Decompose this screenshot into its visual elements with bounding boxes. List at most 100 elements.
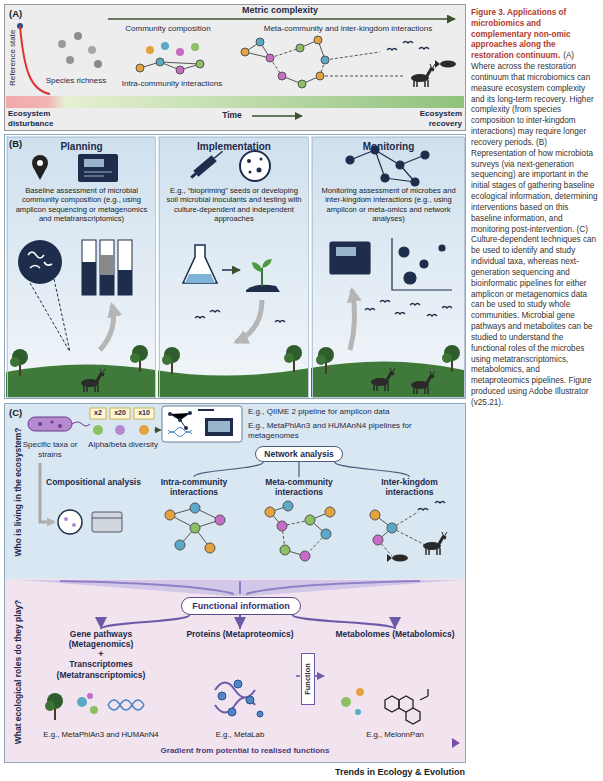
figure-label: Gradient from potential to realised func… [100, 746, 390, 756]
figure-label: E.g., QIIME 2 pipeline for amplicon data [248, 407, 463, 417]
node-heading: (C) [9, 407, 22, 418]
function-box: Proteins (Metaproteomics)E.g., MetaLab [184, 629, 296, 739]
metabolite-icons [341, 688, 428, 724]
figure-label: E.g., MetaPhlAn3 and HUMAnN4 pipelines f… [248, 421, 463, 440]
meta-network [241, 36, 405, 88]
interaction-networks [321, 529, 331, 539]
animal-silhouettes [440, 61, 456, 68]
compositional-icons [72, 523, 76, 527]
pipeline-box [162, 406, 242, 442]
landscape [284, 345, 302, 372]
gene-icons [77, 697, 87, 707]
taxa-diversity-icons [58, 424, 62, 428]
node-heading: Implementation [160, 141, 308, 152]
heading-box: Compositional analysis [46, 477, 141, 487]
node-heading: (B) [9, 138, 22, 149]
planning-illustration [82, 262, 96, 295]
taxa-diversity-icons [90, 408, 106, 419]
implementation-illustration [247, 159, 251, 163]
landscape [162, 347, 180, 374]
meta-network [321, 56, 329, 64]
figure-label: Time [215, 110, 249, 120]
interaction-networks [165, 501, 425, 561]
figure-label: Species richness [44, 76, 108, 86]
meta-network [266, 54, 274, 62]
figure-label: Community composition [118, 24, 218, 34]
planning-illustration [18, 154, 132, 352]
connector [293, 615, 395, 629]
community-dots [161, 42, 169, 50]
pipeline-box [168, 412, 172, 416]
intra-network [136, 64, 144, 72]
animal-silhouettes [435, 60, 440, 68]
interaction-networks [190, 503, 200, 513]
node-heading: Metabolomes (Metabolomics) [327, 629, 463, 639]
monitoring-illustration [380, 301, 390, 303]
interaction-networks [392, 528, 425, 545]
recovery-timeline [108, 18, 455, 20]
interaction-networks [165, 510, 175, 520]
heading-box: Inter-kingdom interactions [357, 477, 462, 497]
monitoring-illustration [330, 242, 370, 274]
animal-silhouettes [387, 49, 397, 51]
figure-title: Figure 3. Applications of microbiomics a… [471, 8, 571, 60]
monitoring-illustration [442, 307, 452, 309]
interaction-networks [280, 545, 290, 555]
gene-icons [45, 693, 144, 720]
panel-box: (B)PlanningBaseline assessment of microb… [4, 134, 466, 399]
interaction-networks [305, 515, 315, 525]
implementation-illustration [240, 151, 270, 181]
implementation-illustration [257, 168, 262, 173]
node-heading: Functional information [192, 601, 290, 611]
figure-label: Meta-community and inter-kingdom interac… [238, 24, 458, 34]
pipeline-box [205, 418, 233, 436]
planning-illustration [28, 252, 52, 268]
panel-ground [311, 136, 464, 397]
planning-illustration [100, 275, 114, 295]
node-text: E.g., MelonnPan [327, 730, 463, 739]
figure-label: Trends in Ecology & Evolution [260, 767, 465, 778]
planning-illustration [82, 240, 96, 295]
heading-box: Meta-community interactions [249, 477, 349, 497]
meta-network [298, 80, 306, 88]
landscape [10, 349, 28, 376]
monitoring-illustration [421, 151, 429, 159]
panel-ground [4, 4, 466, 763]
pipeline-box [170, 413, 190, 428]
compositional-icons [40, 463, 54, 522]
panel-ground [4, 579, 466, 763]
meta-network [316, 72, 324, 80]
landscape [411, 371, 435, 394]
process-box: Network analysis [255, 446, 342, 462]
pipeline-box [162, 406, 242, 442]
inter-kingdom-animals [423, 532, 447, 555]
meta-network [325, 52, 380, 60]
monitoring-illustration [395, 313, 405, 315]
compositional-icons [40, 463, 122, 534]
protein-icons [228, 708, 236, 716]
panel-ground [4, 4, 466, 131]
figure-label: Ecosystem disturbance [8, 109, 66, 128]
implementation-illustration [193, 155, 217, 177]
taxa-diversity-icons [51, 421, 54, 424]
planning-illustration [78, 154, 118, 182]
panel-ground [6, 136, 155, 397]
metabolite-icons [406, 708, 420, 724]
monitoring-illustration [396, 161, 404, 169]
functional-funnel [20, 580, 460, 596]
landscape [6, 361, 464, 397]
node-heading: (A) [9, 8, 22, 19]
community-dots [146, 42, 199, 56]
metabolite-icons [355, 709, 361, 715]
monitoring-illustration [427, 315, 437, 317]
meta-network [270, 48, 300, 58]
implementation-illustration [185, 274, 215, 283]
node-heading: Proteins (Metaproteomics) [184, 629, 296, 639]
stage-panel: ImplementationE.g., “biopriming” seeds o… [159, 137, 309, 398]
meta-network [320, 76, 405, 77]
pipeline-box [188, 411, 192, 415]
landscape [442, 345, 460, 372]
implementation-illustration [214, 151, 222, 158]
figure-label: Metric complexity [180, 5, 380, 16]
planning-illustration [118, 270, 132, 295]
